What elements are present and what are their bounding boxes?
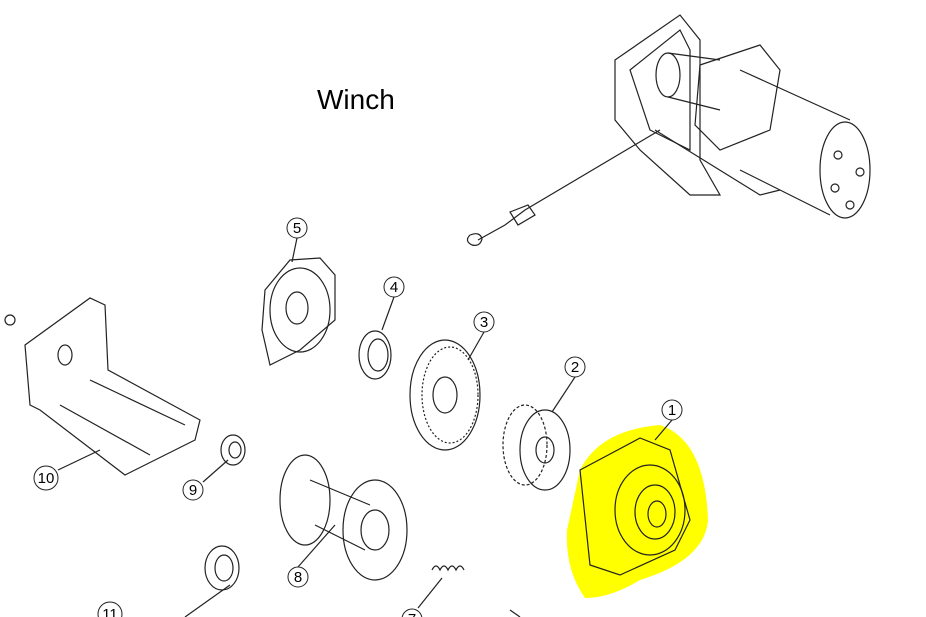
- callout-number: 5: [293, 220, 301, 237]
- callout-1: 1: [661, 399, 683, 421]
- assembled-winch: [466, 14, 871, 246]
- part-2-gear: [502, 404, 571, 491]
- callout-number: 9: [189, 482, 197, 499]
- part-4-bushing: [358, 330, 392, 380]
- callout-number: 7: [408, 611, 416, 617]
- part-9-washer: [220, 434, 246, 466]
- callout-number: 10: [38, 470, 55, 487]
- part-8-drum: [279, 454, 408, 581]
- callout-number: 3: [480, 314, 488, 331]
- part-7-spring: [431, 565, 521, 617]
- callout-7: 7: [401, 608, 423, 617]
- callout-number: 1: [668, 402, 676, 419]
- part-11-spring: [184, 545, 240, 617]
- callout-number: 4: [390, 279, 398, 296]
- callout-number: 11: [102, 606, 118, 617]
- part-1-highlighted: [566, 425, 708, 598]
- leader-lines: [57, 237, 673, 609]
- part-5-plate: [261, 257, 336, 366]
- callout-11: 11: [97, 601, 123, 617]
- part-3-ring-gear: [409, 339, 481, 451]
- callout-10: 10: [33, 465, 59, 491]
- callout-5: 5: [286, 217, 308, 239]
- callout-8: 8: [287, 566, 309, 588]
- callout-number: 8: [294, 569, 302, 586]
- callout-3: 3: [473, 311, 495, 333]
- diagram-title: Winch: [317, 84, 395, 115]
- part-10-bracket: [4, 297, 201, 476]
- callout-number: 2: [571, 359, 579, 376]
- callout-9: 9: [182, 479, 204, 501]
- callout-2: 2: [564, 356, 586, 378]
- callout-4: 4: [383, 276, 405, 298]
